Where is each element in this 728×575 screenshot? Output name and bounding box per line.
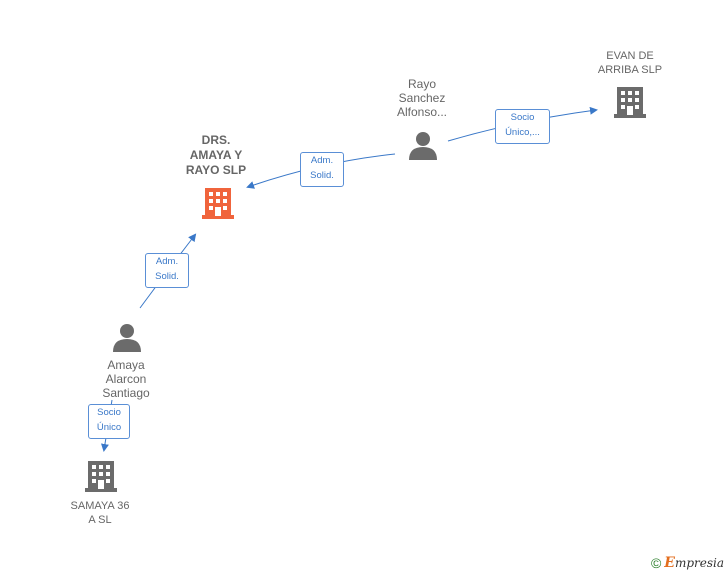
copyright-icon: © — [650, 555, 662, 571]
evan-company-label[interactable]: EVAN DE ARRIBA SLP — [597, 50, 663, 76]
relation-badge[interactable]: Socio Único,... — [495, 109, 550, 144]
brand-footer: © Empresia — [651, 555, 724, 571]
person-icon[interactable] — [112, 322, 142, 352]
main-company-label[interactable]: DRS. AMAYA Y RAYO SLP — [185, 133, 247, 177]
relation-badge[interactable]: Adm. Solid. — [300, 152, 344, 187]
brand-logo: Empresia — [664, 555, 724, 571]
amaya-person-label[interactable]: Amaya Alarcon Santiago — [102, 358, 150, 400]
person-icon[interactable] — [408, 130, 438, 160]
rayo-person-label[interactable]: Rayo Sanchez Alfonso... — [396, 77, 448, 119]
samaya-company-label[interactable]: SAMAYA 36 A SL — [70, 500, 130, 526]
building-icon[interactable] — [85, 459, 117, 493]
building-icon[interactable] — [614, 85, 646, 119]
building-icon[interactable] — [202, 186, 234, 220]
relation-badge[interactable]: Socio Único — [88, 404, 130, 439]
relation-badge[interactable]: Adm. Solid. — [145, 253, 189, 288]
